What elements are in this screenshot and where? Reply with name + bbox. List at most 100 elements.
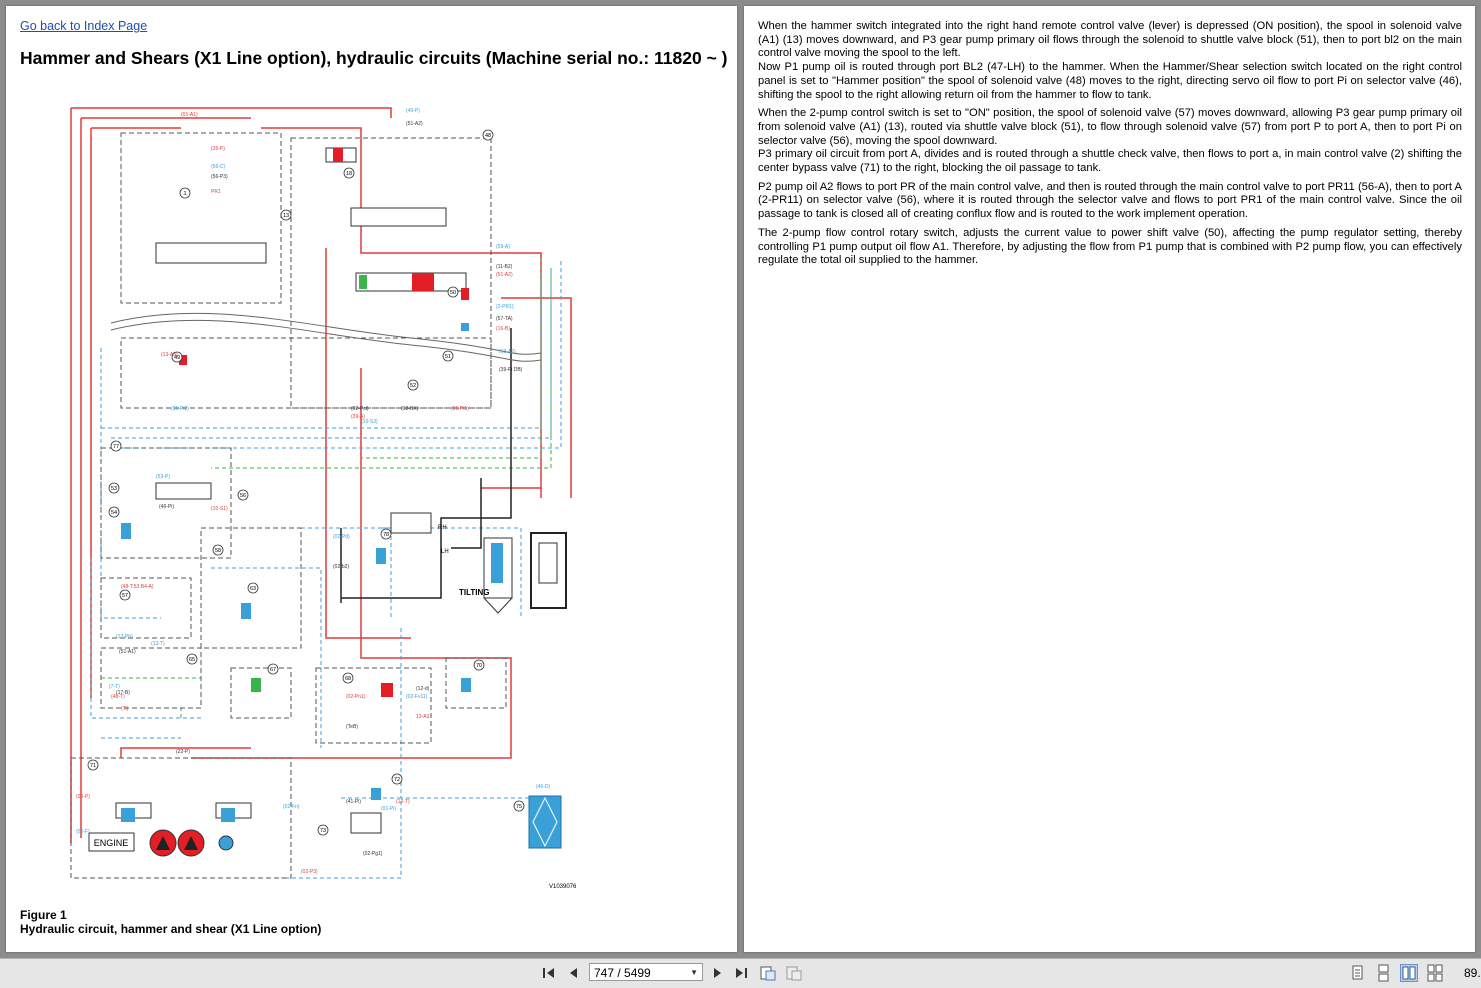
port-label: (12-T)	[396, 799, 410, 805]
continuous-page-icon[interactable]	[1374, 964, 1392, 982]
port-label: (51-A2)	[496, 272, 513, 278]
rh-label: RH	[438, 525, 447, 531]
chevron-down-icon[interactable]: ▼	[690, 968, 698, 977]
paragraph-hammer-switch: When the hammer switch integrated into t…	[758, 20, 1462, 101]
port-label: (40-P)	[406, 108, 420, 114]
callout-number: 77	[113, 444, 119, 450]
port-label: (00-F)	[76, 829, 90, 835]
port-label: (46-Pi)	[159, 504, 174, 510]
document-page-right: When the hammer switch integrated into t…	[744, 6, 1475, 952]
callout-number: 67	[270, 667, 276, 673]
callout-number: 54	[111, 510, 117, 516]
paragraph-2pump-control: When the 2-pump control switch is set to…	[758, 107, 1462, 175]
port-label: (13-A2)	[499, 349, 516, 355]
back-to-index-link[interactable]: Go back to Index Page	[20, 19, 148, 33]
port-label: (56-P3)	[211, 174, 228, 180]
callout-number: 68	[345, 676, 351, 682]
port-label: (02-b2)	[333, 564, 349, 570]
page-title: Hammer and Shears (X1 Line option), hydr…	[20, 48, 728, 68]
callout-number: 72	[394, 777, 400, 783]
port-label: (48-T)	[111, 694, 125, 700]
callout-number: 18	[346, 171, 352, 177]
port-label: (10-S1)	[211, 506, 228, 512]
hydraulic-circuit-diagram: ENGINE TILTING RH LH V1039076 1131848495…	[70, 107, 577, 890]
lh-label: LH	[441, 549, 449, 555]
prev-page-icon[interactable]	[565, 964, 583, 982]
two-page-icon[interactable]	[1400, 964, 1418, 982]
port-label: (16-B)	[496, 326, 510, 332]
page-indicator: 747 / 5499	[594, 966, 651, 980]
document-page-left: Go back to Index Page Hammer and Shears …	[6, 6, 737, 952]
port-label: (18-BX)	[401, 406, 419, 412]
port-label: (53-P)	[156, 474, 170, 480]
port-label: (22-P)	[176, 749, 190, 755]
port-label: (56-C)	[211, 164, 226, 170]
fit-page-icon[interactable]	[759, 964, 777, 982]
port-label: (41-Pi)	[346, 799, 361, 805]
port-label: (13-A3)	[161, 352, 178, 358]
port-label: (35-P)	[211, 146, 225, 152]
callout-number: 71	[90, 763, 96, 769]
port-label: (13-T)	[151, 641, 165, 647]
callout-number: 58	[215, 548, 221, 554]
callout-number: 56	[240, 493, 246, 499]
port-label: (02-Pcl)	[351, 406, 369, 412]
port-label: (39-A)	[351, 414, 365, 420]
zoom-level[interactable]: 89.	[1464, 966, 1481, 980]
two-page-continuous-icon[interactable]	[1426, 964, 1444, 982]
callout-number: 78	[383, 532, 389, 538]
callout-number: 50	[450, 290, 456, 296]
port-label: (46-D)	[536, 784, 551, 790]
port-label: (2-PR1)	[496, 304, 514, 310]
port-label: PR1	[211, 189, 221, 195]
port-label: (02-Pg1)	[363, 851, 383, 857]
paragraph-flow-control: The 2-pump flow control rotary switch, a…	[758, 226, 1462, 267]
viewer-toolbar: 747 / 5499 ▼ 89.	[0, 958, 1481, 988]
paragraph-p2-pump: P2 pump oil A2 flows to port PR of the m…	[758, 180, 1462, 221]
single-page-icon[interactable]	[1348, 964, 1366, 982]
port-label: (10-S3)	[361, 419, 378, 425]
diagram-code: V1039076	[549, 884, 577, 890]
port-label: (02-Fn)	[283, 804, 300, 810]
first-page-icon[interactable]	[540, 964, 558, 982]
port-label: (39-Pi DB)	[499, 367, 523, 373]
next-page-icon[interactable]	[708, 964, 726, 982]
port-label: (01-Pi2)	[171, 406, 189, 412]
callout-number: 73	[320, 828, 326, 834]
port-label: (57-TA)	[496, 316, 513, 322]
port-label: (00-P)	[76, 794, 90, 800]
port-label: (02-Fv11)	[406, 694, 428, 700]
figure-caption: Hydraulic circuit, hammer and shear (X1 …	[20, 922, 322, 936]
callout-number: 51	[445, 354, 451, 360]
port-label: (11-B2)	[496, 264, 513, 270]
port-label: (7-T)	[109, 684, 120, 690]
port-label: (17-B)	[116, 690, 130, 696]
callout-number: 52	[410, 383, 416, 389]
fit-width-icon[interactable]	[785, 964, 803, 982]
port-label: (TeB)	[346, 724, 358, 730]
port-label: (48-T:53:B4-A)	[121, 584, 154, 590]
port-label: (01-Pi1)	[451, 406, 469, 412]
callout-number: 57	[122, 593, 128, 599]
port-label: (02-Pn1)	[346, 694, 366, 700]
callout-number: 63	[250, 586, 256, 592]
port-label: (12-Pb)	[116, 634, 133, 640]
callout-number: 49	[174, 355, 180, 361]
last-page-icon[interactable]	[732, 964, 750, 982]
port-label: (51-A2)	[406, 121, 423, 127]
callout-number: 1	[183, 191, 186, 197]
callout-number: 75	[516, 804, 522, 810]
port-label: (Ti)	[121, 706, 129, 712]
port-label: (59-A)	[496, 244, 510, 250]
tilting-label: TILTING	[459, 588, 490, 597]
description-text: When the hammer switch integrated into t…	[758, 20, 1462, 273]
callout-number: 70	[476, 663, 482, 669]
callout-number: 48	[485, 133, 491, 139]
port-label: (51-A1)	[119, 649, 136, 655]
callout-number: 53	[111, 486, 117, 492]
port-label: 13-A3	[416, 714, 430, 720]
page-number-field[interactable]: 747 / 5499 ▼	[589, 963, 703, 981]
port-label: (12-d)	[416, 686, 430, 692]
port-label: (01-Pi)	[381, 806, 396, 812]
callout-number: 13	[283, 213, 289, 219]
